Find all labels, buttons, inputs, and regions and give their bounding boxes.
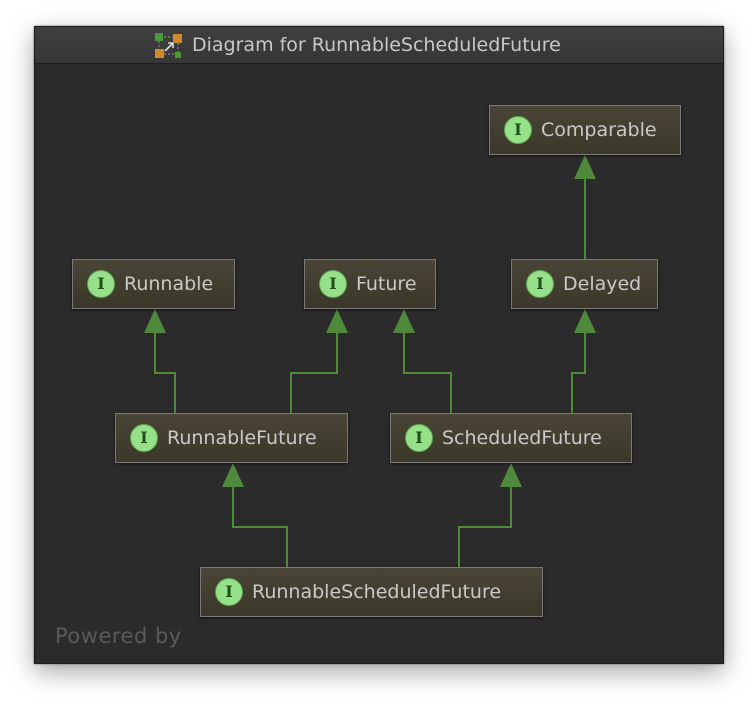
- inheritance-edge-scheduledfuture-to-delayed: [571, 309, 596, 413]
- interface-badge-icon: I: [504, 116, 532, 144]
- edge-line: [232, 487, 288, 567]
- diagram-window: Diagram for RunnableScheduledFuture Powe…: [34, 26, 724, 664]
- interface-badge-icon: I: [319, 270, 347, 298]
- interface-badge-icon: I: [130, 424, 158, 452]
- interface-badge-letter: I: [536, 274, 544, 293]
- inheritance-arrowhead: [393, 309, 415, 333]
- node-future[interactable]: I Future: [304, 259, 436, 309]
- window-title: Diagram for RunnableScheduledFuture: [192, 34, 561, 56]
- interface-badge-icon: I: [405, 424, 433, 452]
- title-bar: Diagram for RunnableScheduledFuture: [35, 27, 723, 64]
- node-label: Delayed: [563, 273, 642, 295]
- interface-badge-letter: I: [97, 274, 105, 293]
- inheritance-edge-runnablefuture-to-runnable: [144, 309, 176, 413]
- interface-badge-letter: I: [415, 428, 423, 447]
- interface-badge-letter: I: [225, 582, 233, 601]
- interface-badge-letter: I: [140, 428, 148, 447]
- node-label: Future: [356, 273, 417, 295]
- inheritance-edge-scheduledfuture-to-future: [393, 309, 452, 413]
- interface-badge-letter: I: [514, 120, 522, 139]
- inheritance-edge-runnablefuture-to-future: [290, 309, 348, 413]
- edge-line: [290, 333, 338, 413]
- inheritance-arrowhead: [144, 309, 166, 333]
- diagram-icon: [155, 33, 182, 58]
- edge-line: [403, 333, 452, 413]
- inheritance-arrowhead: [574, 309, 596, 333]
- inheritance-arrowhead: [500, 463, 522, 487]
- node-label: Runnable: [124, 273, 214, 295]
- node-label: RunnableFuture: [167, 427, 317, 449]
- node-scheduledfuture[interactable]: I ScheduledFuture: [390, 413, 632, 463]
- node-label: RunnableScheduledFuture: [252, 581, 502, 603]
- inheritance-arrowhead: [326, 309, 348, 333]
- node-delayed[interactable]: I Delayed: [511, 259, 658, 309]
- edge-line: [154, 333, 176, 413]
- diagram-edges: [144, 155, 596, 567]
- inheritance-arrowhead: [574, 155, 596, 179]
- edge-line: [571, 333, 586, 413]
- interface-badge-icon: I: [215, 578, 243, 606]
- inheritance-edge-runnablescheduledfuture-to-scheduledfuture: [458, 463, 522, 567]
- inheritance-edge-delayed-to-comparable: [574, 155, 596, 259]
- node-label: Comparable: [541, 119, 657, 141]
- node-label: ScheduledFuture: [442, 427, 602, 449]
- edge-line: [458, 487, 512, 567]
- powered-by-watermark: Powered by: [55, 624, 182, 648]
- interface-badge-icon: I: [526, 270, 554, 298]
- node-comparable[interactable]: I Comparable: [489, 105, 681, 155]
- node-runnablefuture[interactable]: I RunnableFuture: [115, 413, 348, 463]
- inheritance-edge-runnablescheduledfuture-to-runnablefuture: [222, 463, 288, 567]
- interface-badge-letter: I: [329, 274, 337, 293]
- node-runnable[interactable]: I Runnable: [72, 259, 235, 309]
- interface-badge-icon: I: [87, 270, 115, 298]
- inheritance-arrowhead: [222, 463, 244, 487]
- node-runnablescheduledfuture[interactable]: I RunnableScheduledFuture: [200, 567, 543, 617]
